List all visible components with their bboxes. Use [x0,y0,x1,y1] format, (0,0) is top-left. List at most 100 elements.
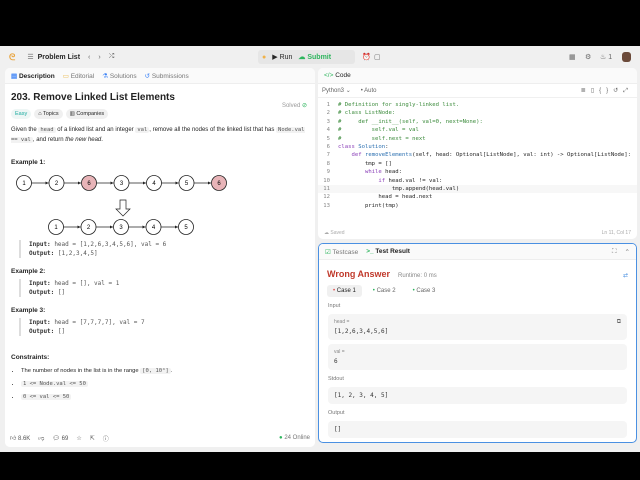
line-number: 13 [323,202,330,209]
topics-tag[interactable]: ⌂ Topics [34,109,63,119]
run-label: Run [279,54,293,61]
tab-testcase[interactable]: ☑ Testcase [325,248,359,256]
line-number: 6 [326,143,330,150]
node-value: 1 [54,225,58,231]
comments-button[interactable]: 💬︎ 69 [52,435,69,442]
share-icon[interactable]: ⇱ [89,435,95,442]
prev-problem-icon[interactable]: ‹ [88,53,91,61]
example-output: Output: [] [29,327,309,336]
submit-label: Submit [307,54,332,61]
output-value: [1,2,3,4,5] [57,250,98,257]
braces-icon[interactable]: {} [599,87,614,94]
leetcode-app: ᘓ ☰ Problem List ‹ › ⤮ ● ▶ Run ☁ Submit … [0,46,640,452]
input-value: head = [1,2,6,3,4,5,6], val = 6 [54,241,167,248]
tab-label: Testcase [332,248,359,256]
timer-icon[interactable]: ⏰ [362,54,371,61]
code-line[interactable]: 4# self.val = val [318,126,637,134]
problem-description: Given the head of a linked list and an i… [11,125,309,145]
auto-mode[interactable]: • Auto [360,87,377,94]
code-line[interactable]: 7 def removeElements(self, head: Optiona… [318,151,637,159]
layout-icon[interactable]: ▦ [569,54,576,61]
example-input: Input: head = [1,2,6,3,4,5,6], val = 6 [29,240,309,249]
code-line[interactable]: 5# self.next = next [318,135,637,143]
constraint-code: 1 <= Node.val <= 50 [21,381,88,387]
format-icon[interactable]: ≣ [580,87,591,94]
tab-editorial[interactable]: ▭ Editorial [62,72,95,80]
verdict-row: Wrong Answer Runtime: 0 ms ⇄ [327,269,628,279]
node-value: 3 [119,225,123,231]
line-number: 11 [323,185,330,192]
dislike-icon[interactable]: 👎︎ [38,436,45,442]
code-line[interactable]: 8 tmp = [] [318,160,637,168]
example-input: Input: head = [7,7,7,7], val = 7 [29,318,309,327]
line-number: 4 [326,127,330,134]
copy-icon[interactable]: ⧉ [616,319,621,325]
code-token: removeElements [364,152,413,159]
language-select[interactable]: Python3 ⌄ [322,88,351,94]
node-value: 1 [22,181,26,187]
solved-status: Solved ⊘ [282,102,307,109]
expand-icon[interactable]: ⤢ [623,87,633,94]
settings-icon[interactable]: ⚙ [585,54,592,61]
tab-test-result[interactable]: >_ Test Result [366,248,410,255]
next-problem-icon[interactable]: › [98,53,101,61]
tab-solutions[interactable]: ⚗ Solutions [102,72,137,80]
case-tab-2[interactable]: • Case 2 [372,288,396,294]
case-tabs: • Case 1 • Case 2 • Case 3 [327,285,628,297]
run-button[interactable]: ▶ Run [272,54,293,61]
code-line[interactable]: 11 tmp.append(head.val) [318,184,637,194]
case-tab-1[interactable]: • Case 1 [327,285,362,297]
example-output: Output: [] [29,288,309,297]
bookmark-icon[interactable]: ▯ [590,87,600,94]
code-token: class [338,143,359,150]
code-editor[interactable]: 1# Definition for singly-linked list.2# … [318,98,637,210]
description-tabs: ▤ Description ▭ Editorial ⚗ Solutions ↺ … [5,68,315,84]
code-line[interactable]: 1# Definition for singly-linked list. [318,101,637,109]
reset-icon[interactable]: ↺ [613,87,624,94]
code-token: head: [381,169,403,176]
example-3-title: Example 3: [11,307,46,314]
avatar[interactable] [622,52,631,62]
test-tabs: ☑ Testcase >_ Test Result ⛶ ⌃ [319,244,636,260]
leetcode-logo-icon[interactable]: ᘓ [9,51,16,62]
output-label: Output: [29,289,55,296]
description-footer: 👍︎ 8.6K 👎︎ 💬︎ 69 ☆ ⇱ ⓘ ● 24 Online [5,429,315,447]
problem-list-link[interactable]: Problem List [37,53,81,61]
code-line[interactable]: 13 print(tmp) [318,202,637,210]
example-output: Output: [1,2,3,4,5] [29,249,309,258]
node-value: 4 [152,225,156,231]
node-value: 6 [217,181,221,187]
tab-description[interactable]: ▤ Description [11,72,55,80]
case-tab-3[interactable]: • Case 3 [412,288,436,294]
input-value: head = [7,7,7,7], val = 7 [54,319,145,326]
help-icon[interactable]: ⓘ [102,436,109,443]
code-line[interactable]: 10 if head.val != val: [318,177,637,185]
companies-tag[interactable]: ▥ Companies [65,109,109,119]
arrow-head [45,181,49,185]
shuffle-icon[interactable]: ⤮ [108,53,115,60]
star-icon[interactable]: ☆ [76,435,82,442]
collapse-icon[interactable]: ⌃ [624,248,630,256]
code-line[interactable]: 12 head = head.next [318,193,637,201]
tab-submissions[interactable]: ↺ Submissions [144,72,189,80]
problem-title[interactable]: 203. Remove Linked List Elements [11,92,175,103]
streak-counter[interactable]: ♨ 1 [600,54,613,61]
constraint-code: 0 <= val <= 50 [21,394,72,400]
cursor-position: Ln 11, Col 17 [601,230,631,236]
code-line[interactable]: 2# class ListNode: [318,109,637,117]
code-line[interactable]: 9 while head: [318,168,637,176]
maximize-icon[interactable]: ⛶ [611,247,617,255]
code-line[interactable]: 3# def __init__(self, val=0, next=None): [318,118,637,126]
diff-icon[interactable]: ⇄ [622,273,628,279]
code-token: (self, head: Optional[ListNode], val: in… [412,152,632,159]
tab-label: Solutions [109,72,137,80]
output-box: [] [328,421,627,438]
like-button[interactable]: 👍︎ 8.6K [10,436,31,442]
tab-code[interactable]: </> Code [324,72,351,79]
constraint-item: The number of nodes in the list is in th… [21,365,309,378]
debug-icon[interactable]: ● [262,53,267,61]
notes-icon[interactable]: ▢ [374,54,381,61]
submit-button[interactable]: ☁ Submit [298,54,332,61]
